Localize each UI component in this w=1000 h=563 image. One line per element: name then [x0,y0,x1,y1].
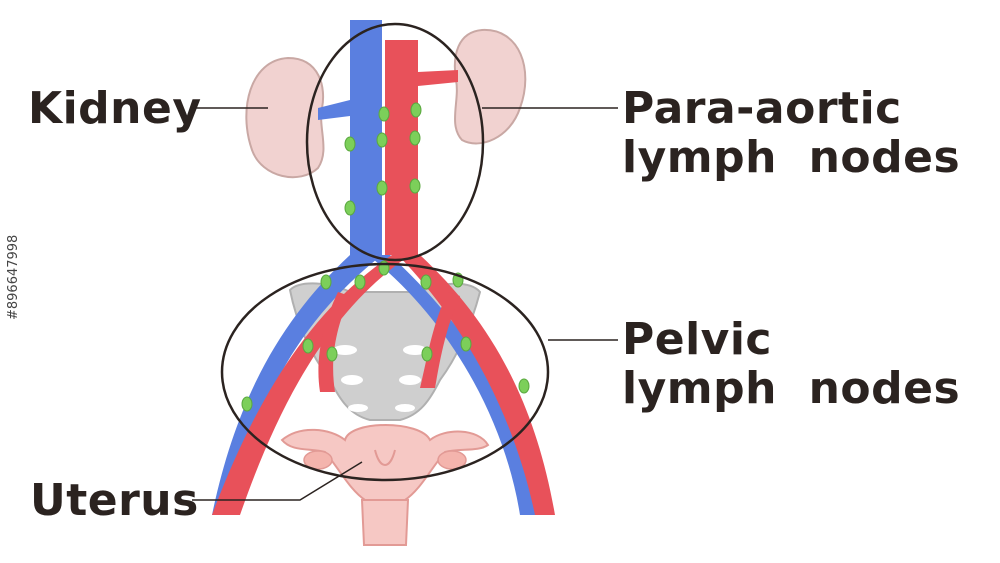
pelvic-label-line1: Pelvic [622,314,773,365]
stock-id-watermark: #896647998 [6,234,21,320]
pelvic-lymph-nodes-label: Pelvic lymph nodes [622,315,960,414]
para-aortic-lymph-nodes-label: Para-aortic lymph nodes [622,84,960,183]
uterus-label: Uterus [30,475,199,526]
right-iliac-artery [212,255,410,515]
para-aortic-region-circle [305,22,485,262]
internal-iliac-artery-right [318,292,350,392]
inferior-vena-cava [350,20,382,255]
aorta [385,40,418,255]
sacral-foramina [333,345,427,412]
right-renal-artery [418,70,458,86]
left-kidney [245,56,325,179]
right-kidney [453,28,527,145]
internal-iliac-artery-left [420,292,460,388]
left-iliac-vein [368,255,540,515]
uterus-illustration [280,424,490,546]
pelvic-label-line2: lymph nodes [622,363,961,415]
left-iliac-artery [398,255,555,515]
para-aortic-label-line1: Para-aortic [622,83,902,134]
uterus-leader-line [192,461,363,501]
left-renal-vein [318,100,350,120]
lymph-nodes [241,102,530,412]
para-aortic-label-line2: lymph nodes [622,132,961,184]
kidney-label: Kidney [28,83,202,134]
pelvic-region-circle [220,262,550,482]
